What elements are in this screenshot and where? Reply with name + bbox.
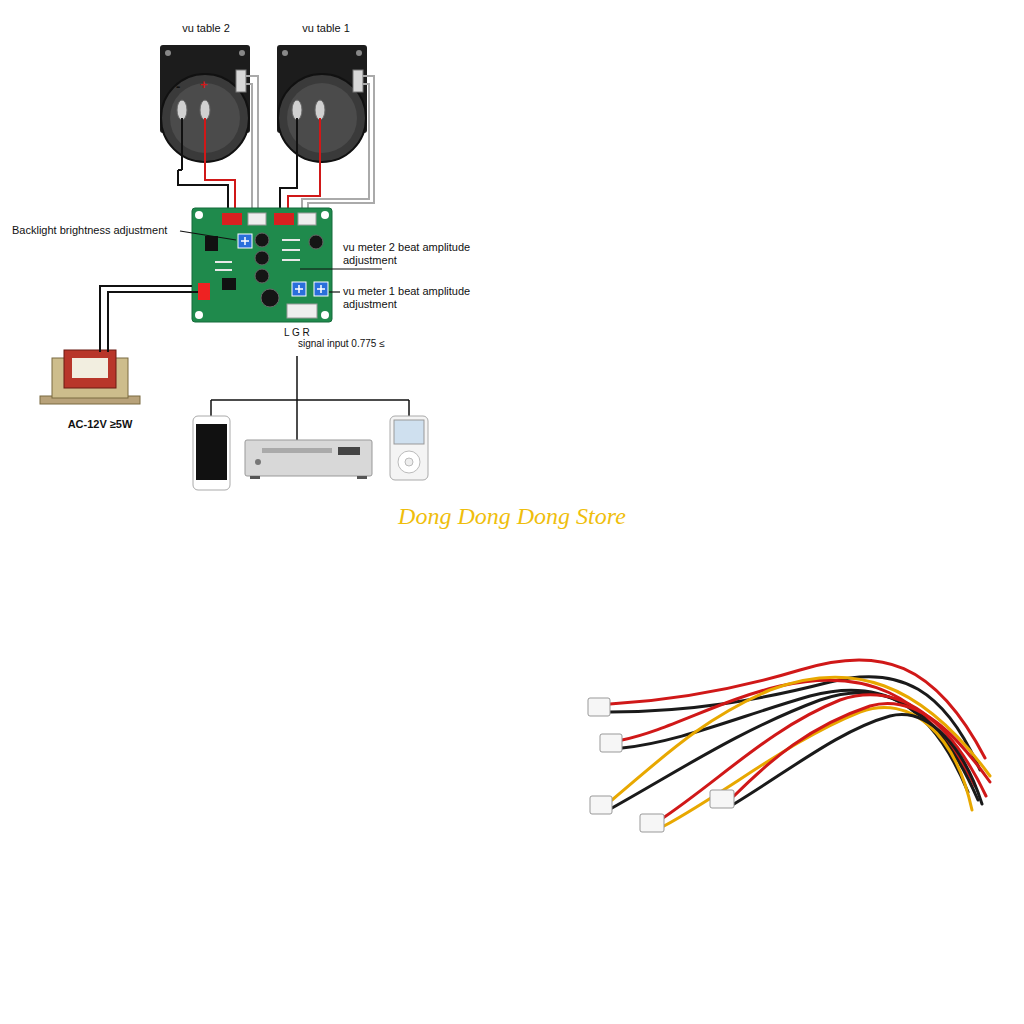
callout-label: Backlight brightness adjustment	[12, 224, 167, 237]
vu-meter-node: vu table 2	[150, 22, 264, 170]
wire-connector	[178, 170, 228, 205]
cable-bundle	[610, 660, 990, 826]
media-player	[390, 416, 428, 480]
power-wire	[100, 286, 198, 352]
wire-connector	[108, 292, 190, 340]
node-text: L G R	[284, 327, 310, 339]
callout-label: vu meter 2 beat amplitude adjustment	[343, 241, 493, 266]
polarity-mark: -	[176, 80, 180, 95]
pcb-board	[192, 208, 332, 322]
node-text: signal input 0.775 ≤	[298, 338, 385, 350]
node-text: vu table 2	[150, 22, 262, 35]
polarity-mark: +	[200, 78, 208, 93]
transformer-node: AC-12V ≥5W	[35, 340, 167, 435]
wire-connector	[280, 170, 297, 205]
node-text: AC-12V ≥5W	[35, 418, 165, 431]
pcb-node: L G Rsignal input 0.775 ≤	[190, 205, 402, 353]
connector-plug	[588, 698, 734, 832]
phone	[193, 416, 230, 490]
transformer	[40, 350, 140, 404]
vu-meter	[277, 45, 367, 162]
vu-meter-node: vu table 1	[270, 22, 384, 170]
cd-player	[245, 440, 372, 479]
watermark: Dong Dong Dong Store	[312, 503, 712, 531]
node-text: vu table 1	[270, 22, 382, 35]
signal-wire	[211, 356, 409, 440]
meter-wire	[178, 76, 374, 213]
callout-label: vu meter 1 beat amplitude adjustment	[343, 285, 493, 310]
